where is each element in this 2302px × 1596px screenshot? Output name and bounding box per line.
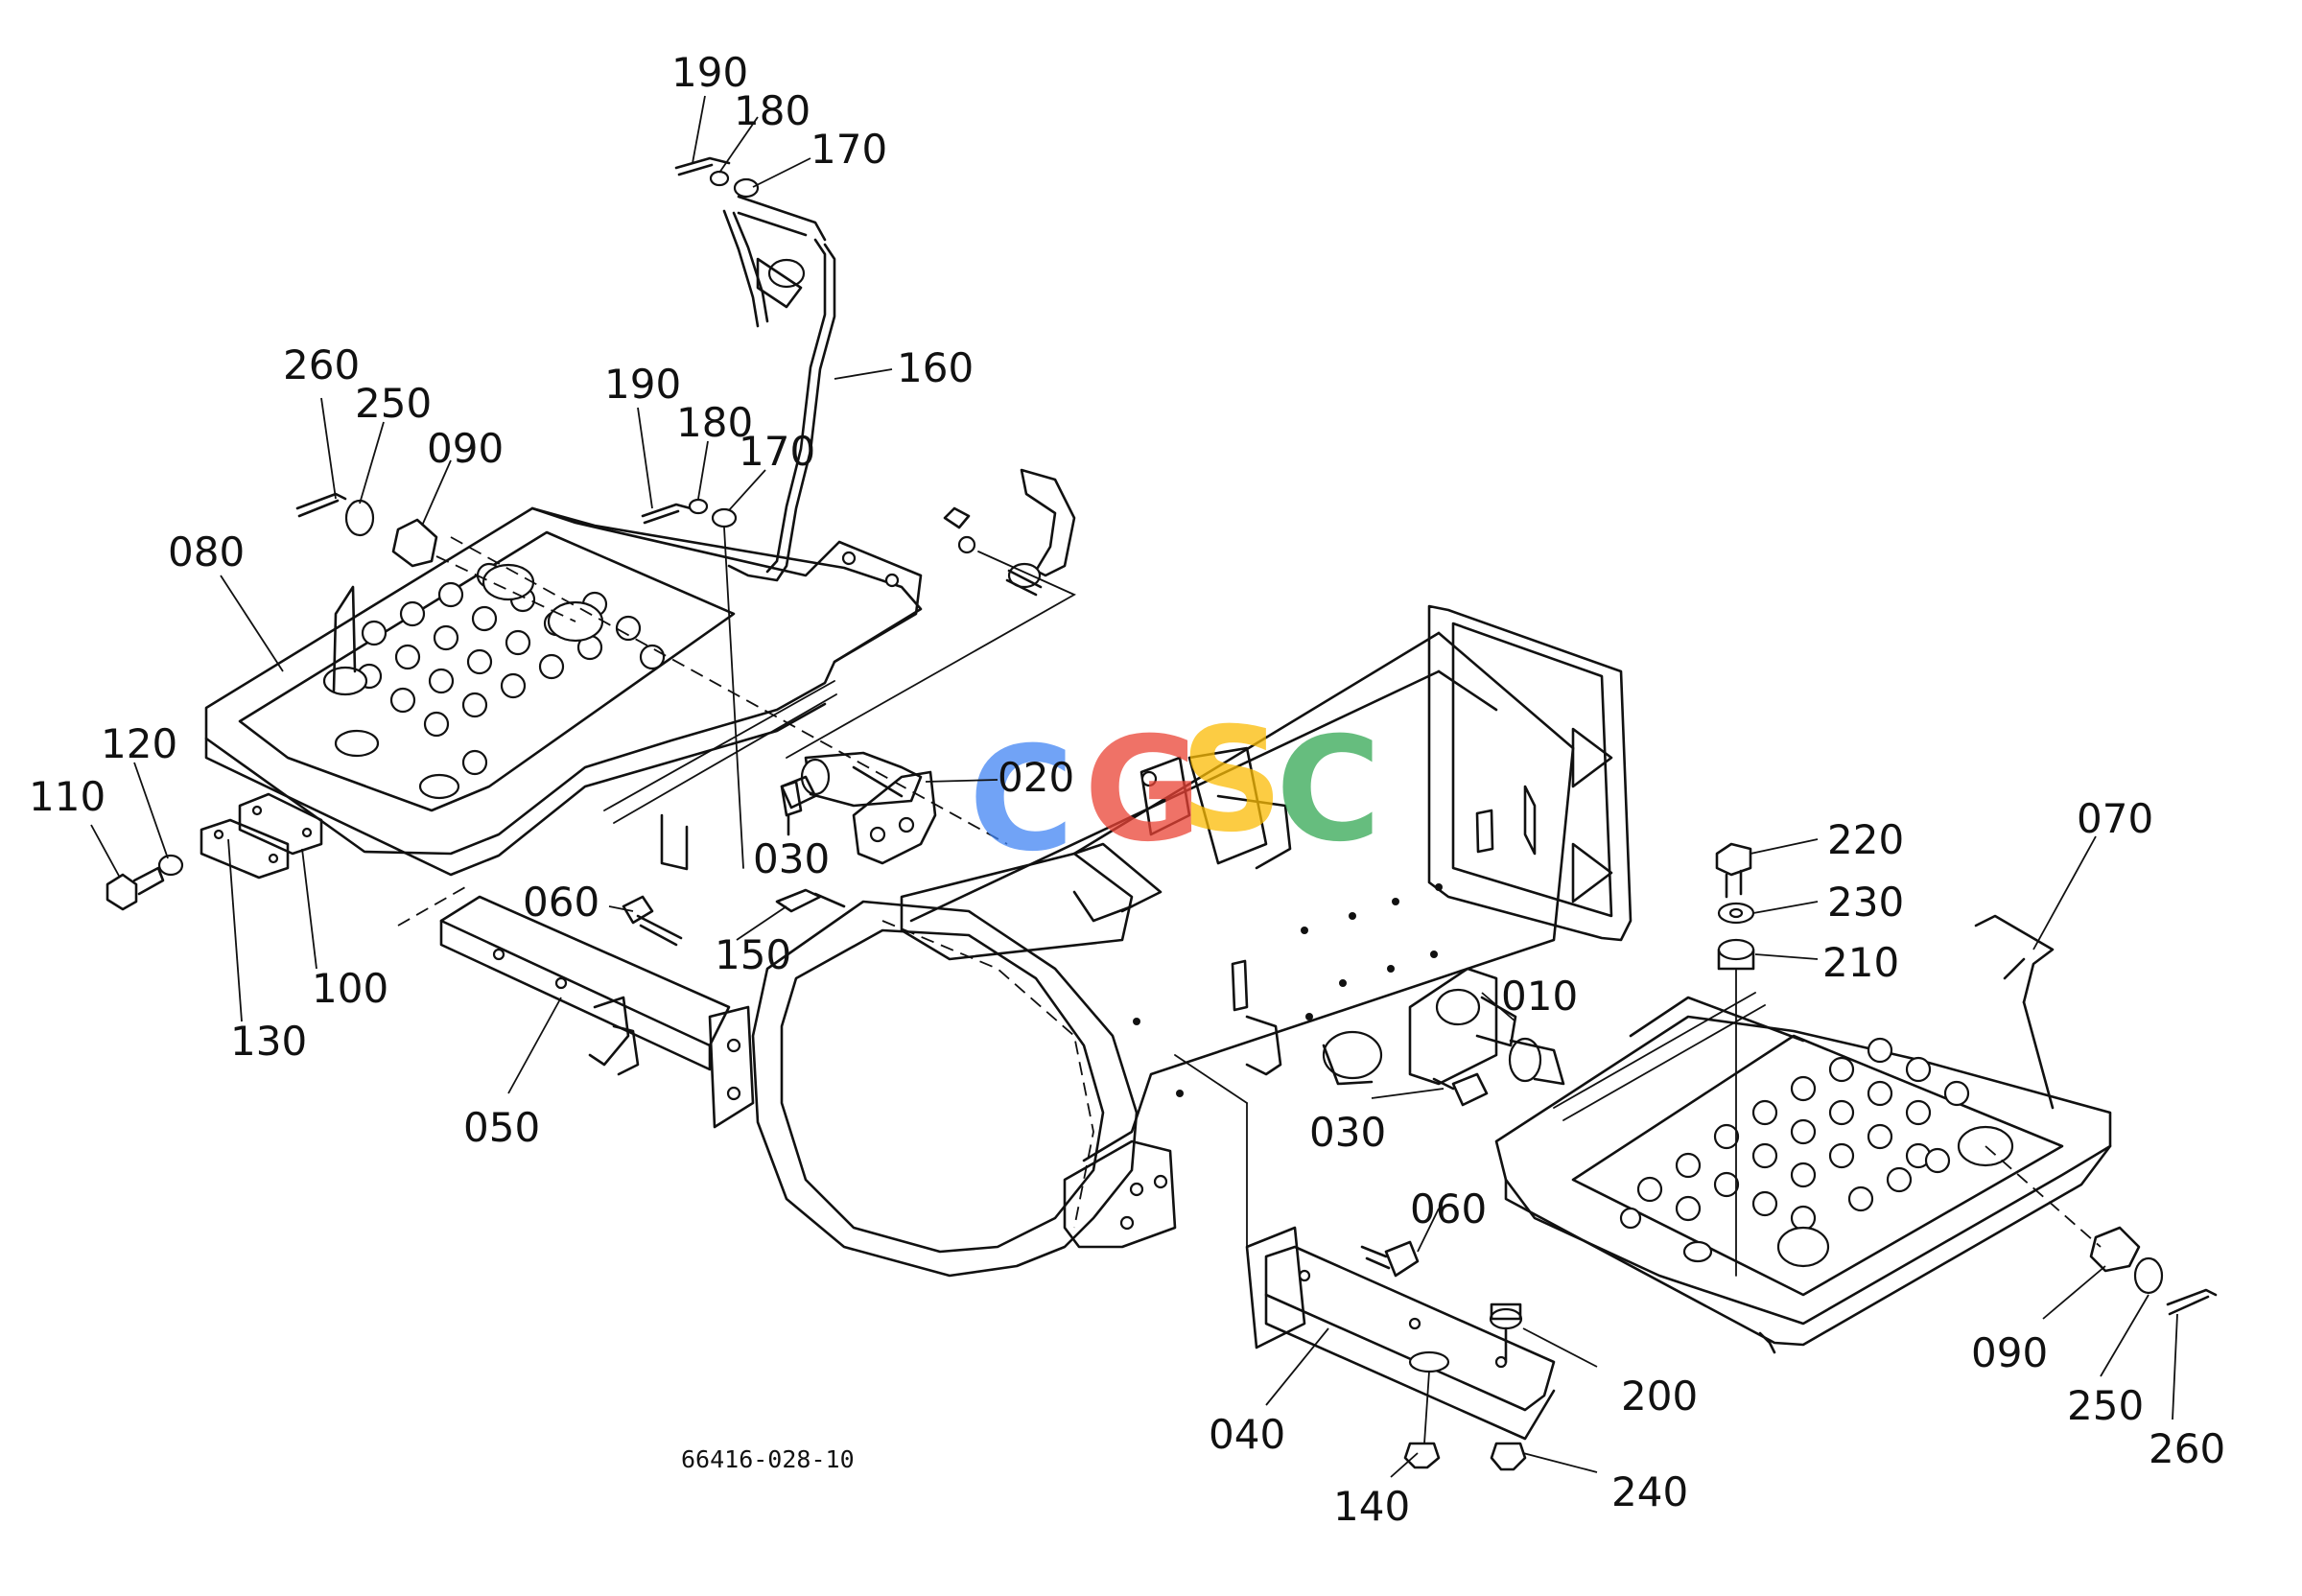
callout-060-right: 060 bbox=[1410, 1185, 1487, 1232]
callout-210: 210 bbox=[1822, 939, 1899, 986]
callout-190-mid: 190 bbox=[604, 361, 681, 408]
callout-100: 100 bbox=[312, 965, 388, 1012]
callout-260-left: 260 bbox=[283, 341, 360, 388]
callout-090-left: 090 bbox=[427, 425, 504, 472]
transmission-housing bbox=[751, 604, 1633, 1278]
callout-040: 040 bbox=[1209, 1411, 1285, 1458]
callout-170-mid: 170 bbox=[739, 428, 815, 475]
callout-170-top: 170 bbox=[810, 126, 887, 173]
watermark-letter-1: C bbox=[969, 716, 1074, 883]
fasteners bbox=[106, 156, 2218, 1471]
watermark-letter-3: S bbox=[1180, 697, 1283, 864]
shaft-assembly-020 bbox=[780, 751, 937, 865]
callout-090-right: 090 bbox=[1971, 1329, 2048, 1376]
right-step-holes bbox=[1619, 1037, 2014, 1268]
callout-070: 070 bbox=[2077, 795, 2153, 842]
callout-240: 240 bbox=[1611, 1468, 1688, 1515]
callout-180-top: 180 bbox=[734, 87, 810, 134]
callout-030-bottom: 030 bbox=[1309, 1109, 1386, 1156]
callout-140: 140 bbox=[1333, 1483, 1410, 1530]
watermark-letter-2: G bbox=[1084, 707, 1202, 874]
left-lower-bracket-050 bbox=[397, 886, 755, 1129]
watermark-letter-4: C bbox=[1276, 707, 1381, 874]
callout-120: 120 bbox=[101, 720, 177, 767]
callout-230: 230 bbox=[1827, 879, 1904, 926]
callout-labels: 190 180 170 160 260 250 090 190 180 170 … bbox=[29, 49, 2225, 1530]
right-bracket-010 bbox=[1408, 967, 1565, 1086]
callout-010: 010 bbox=[1501, 973, 1578, 1020]
callout-250-right: 250 bbox=[2067, 1382, 2144, 1429]
pedal-arm-right bbox=[786, 468, 1076, 759]
pedal-rod bbox=[722, 195, 836, 582]
callout-060-left: 060 bbox=[523, 879, 599, 926]
watermark: C G S C bbox=[969, 697, 1381, 883]
callout-160: 160 bbox=[897, 344, 974, 391]
callout-020: 020 bbox=[998, 754, 1074, 801]
callout-190-top: 190 bbox=[671, 49, 748, 96]
callout-220: 220 bbox=[1827, 816, 1904, 863]
callout-130: 130 bbox=[230, 1018, 307, 1065]
callout-260-right: 260 bbox=[2149, 1425, 2225, 1472]
right-lower-bracket-040 bbox=[1174, 1054, 1556, 1441]
callout-150: 150 bbox=[715, 931, 791, 978]
drawing-number: 66416-028-10 bbox=[681, 1445, 855, 1473]
callout-200: 200 bbox=[1621, 1373, 1698, 1420]
callout-030-top: 030 bbox=[753, 835, 830, 882]
left-step-holes bbox=[322, 562, 666, 800]
upper-left-bracket bbox=[450, 506, 1008, 845]
right-step-plate bbox=[1494, 914, 2112, 1354]
callout-110: 110 bbox=[29, 773, 106, 820]
callout-050: 050 bbox=[463, 1104, 540, 1151]
left-step-plate bbox=[204, 506, 923, 877]
callout-180-mid: 180 bbox=[676, 399, 753, 446]
left-pads bbox=[200, 792, 323, 880]
leader-lines bbox=[90, 95, 2178, 1478]
callout-080: 080 bbox=[168, 528, 245, 575]
callout-250-left: 250 bbox=[355, 380, 432, 427]
